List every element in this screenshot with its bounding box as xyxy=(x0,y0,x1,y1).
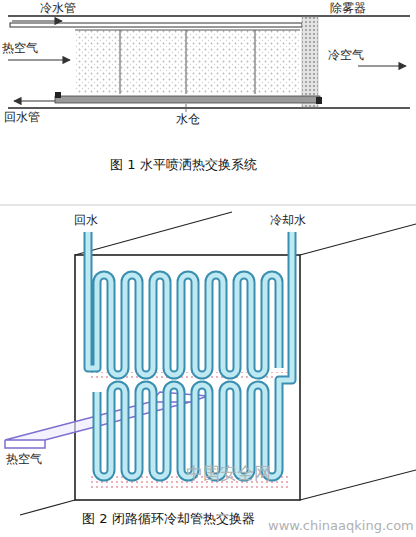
tube-outline xyxy=(97,232,292,477)
part-name: 除雾器 xyxy=(330,2,366,15)
duct-wall xyxy=(8,15,410,17)
part-name: 冷水管 xyxy=(40,2,76,15)
spray-riser xyxy=(120,30,121,94)
spray-riser xyxy=(186,30,187,94)
watermark: www.chinaaqking.com xyxy=(268,519,414,533)
duct-wall xyxy=(8,107,410,109)
demister xyxy=(302,17,318,107)
cold-water-pipe xyxy=(10,23,302,27)
flow-arrow xyxy=(12,20,62,21)
duct-edge xyxy=(300,224,416,255)
figure-caption: 图 2 闭路循环冷却管热交换器 xyxy=(82,512,255,526)
part-name: 回水管 xyxy=(4,111,40,124)
spray-system xyxy=(8,16,410,112)
tube-fill xyxy=(88,232,279,375)
duct-edge xyxy=(75,212,232,255)
tube-fill xyxy=(97,232,292,477)
flow-name: 热空气 xyxy=(6,453,42,466)
flow-name: 回水 xyxy=(74,214,98,227)
spray-zone xyxy=(75,30,300,94)
spray-header xyxy=(75,30,300,31)
hot-air-arrow xyxy=(5,440,45,448)
watermark: 中国安全网 xyxy=(186,464,271,483)
duct-edge xyxy=(20,500,75,515)
water-tank xyxy=(55,96,320,103)
tank-end xyxy=(55,92,61,98)
flow-name: 冷却水 xyxy=(270,214,306,227)
leader-line xyxy=(186,104,187,112)
flow-name: 热空气 xyxy=(2,42,38,55)
separator xyxy=(0,205,416,206)
flow-arrow xyxy=(14,100,55,101)
flow-name: 冷空气 xyxy=(328,49,364,62)
spray-riser xyxy=(255,30,256,94)
flow-arrow xyxy=(8,59,70,60)
flow-arrow xyxy=(358,65,406,66)
tube-outline xyxy=(88,232,279,375)
tank-end xyxy=(316,97,322,104)
serpentine-tube xyxy=(88,232,292,477)
tube-exchanger xyxy=(5,212,416,515)
duct-edge xyxy=(300,470,416,500)
part-name: 水仓 xyxy=(176,113,200,126)
figure-caption: 图 1 水平喷洒热交换系统 xyxy=(110,158,257,172)
